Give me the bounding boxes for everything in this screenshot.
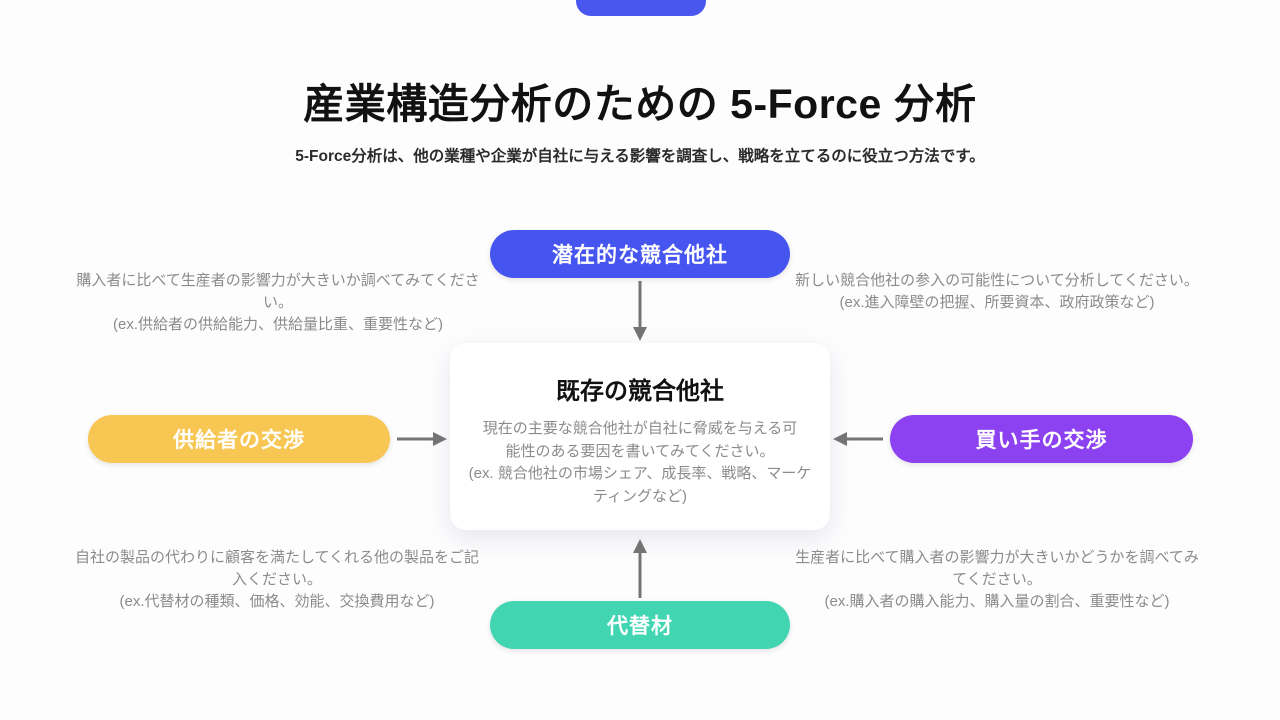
- arrow-up-icon: [633, 539, 647, 598]
- note-example: (ex.供給者の供給能力、供給量比重、重要性など): [112, 315, 443, 333]
- note-example: (ex.進入障壁の把握、所要資本、政府政策など): [839, 293, 1155, 311]
- center-card-existing-competitors[interactable]: 既存の競合他社 現在の主要な競合他社が自社に脅威を与える可能性のある要因を書いて…: [450, 343, 830, 530]
- force-pill-label: 買い手の交渉: [975, 429, 1108, 452]
- top-accent-tab: [576, 0, 706, 16]
- force-pill-label: 潜在的な競合他社: [552, 244, 728, 267]
- center-card-title: 既存の競合他社: [556, 378, 724, 405]
- note-text: 生産者に比べて購入者の影響力が大きいかどうかを調べてみてください。: [795, 549, 1199, 588]
- force-pill-label: 代替材: [607, 615, 673, 638]
- arrow-left-icon: [833, 432, 883, 446]
- note-potential-entrants: 新しい競合他社の参入の可能性について分析してください。 (ex.進入障壁の把握、…: [792, 270, 1202, 314]
- note-example: (ex.代替材の種類、価格、効能、交換費用など): [119, 592, 435, 610]
- force-pill-suppliers[interactable]: 供給者の交渉: [88, 415, 390, 463]
- page-title: 産業構造分析のための 5-Force 分析: [303, 81, 977, 127]
- force-pill-label: 供給者の交渉: [173, 429, 305, 452]
- arrow-right-icon: [397, 432, 447, 446]
- note-text: 新しい競合他社の参入の可能性について分析してください。: [795, 272, 1199, 289]
- note-example: (ex.購入者の購入能力、購入量の割合、重要性など): [824, 592, 1170, 610]
- force-pill-buyers[interactable]: 買い手の交渉: [890, 415, 1193, 463]
- center-card-description: 現在の主要な競合他社が自社に脅威を与える可能性のある要因を書いてみてください。: [482, 420, 798, 460]
- note-suppliers: 購入者に比べて生産者の影響力が大きいか調べてみてください。 (ex.供給者の供給…: [73, 270, 483, 335]
- note-text: 自社の製品の代わりに顧客を満たしてくれる他の製品をご記入ください。: [74, 549, 480, 588]
- note-substitutes: 自社の製品の代わりに顧客を満たしてくれる他の製品をご記入ください。 (ex.代替…: [72, 547, 482, 612]
- arrow-down-icon: [633, 281, 647, 341]
- force-pill-substitutes[interactable]: 代替材: [490, 601, 790, 649]
- note-text: 購入者に比べて生産者の影響力が大きいか調べてみてください。: [76, 272, 480, 311]
- center-card-example: (ex. 競合他社の市場シェア、成長率、戦略、マーケティングなど): [468, 465, 812, 505]
- page-subtitle: 5-Force分析は、他の業種や企業が自社に与える影響を調査し、戦略を立てるのに…: [295, 148, 985, 165]
- force-pill-potential-entrants[interactable]: 潜在的な競合他社: [490, 230, 790, 278]
- note-buyers: 生産者に比べて購入者の影響力が大きいかどうかを調べてみてください。 (ex.購入…: [792, 547, 1202, 612]
